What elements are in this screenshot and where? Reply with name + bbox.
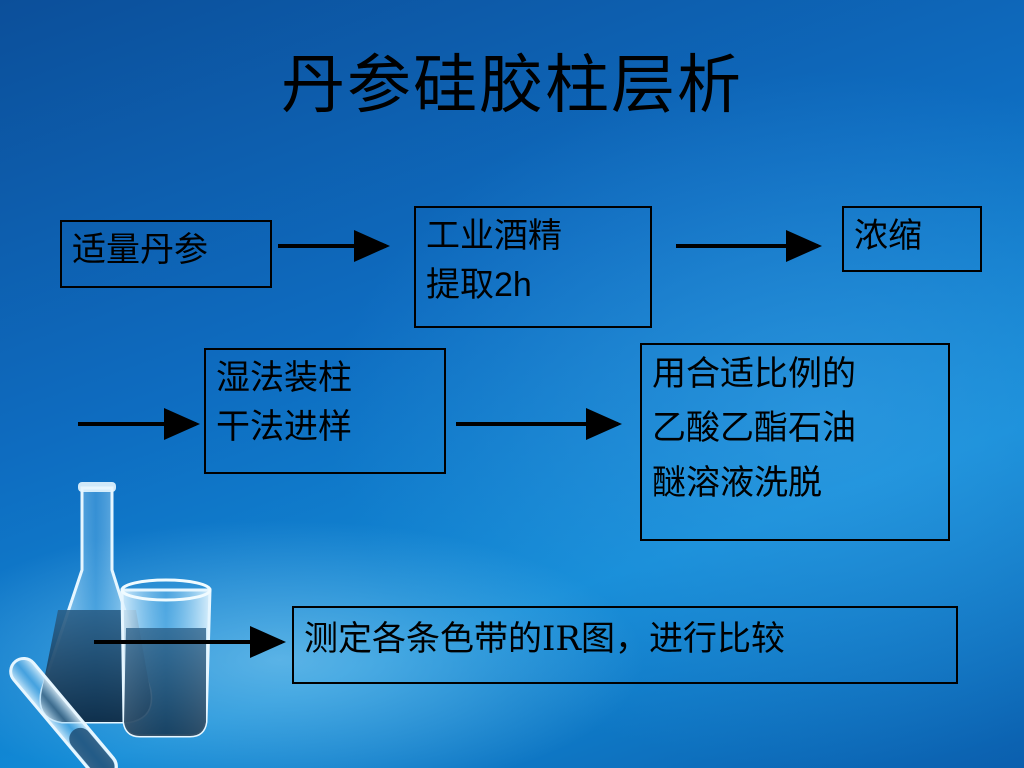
step-text: 适量丹参	[72, 230, 208, 270]
lab-glassware-icon	[9, 482, 212, 768]
step-text: 测定各条色带的IR图，进行比较	[304, 619, 786, 659]
step-text: 湿法装柱	[216, 358, 352, 398]
slide-title: 丹参硅胶柱层析	[281, 49, 743, 123]
step-text: 提取2h	[426, 266, 532, 305]
step-text: 工业酒精	[426, 216, 562, 256]
step-text: 干法进样	[216, 407, 352, 448]
step-concentrate-box: 浓缩	[842, 206, 982, 272]
step-extraction-box: 工业酒精 提取2h	[414, 206, 652, 328]
step-elution-box: 用合适比例的 乙酸乙酯石油 醚溶液洗脱	[640, 343, 950, 541]
step-text: 用合适比例的	[652, 354, 856, 394]
step-text: 乙酸乙酯石油	[652, 408, 856, 449]
step-column-loading-box: 湿法装柱 干法进样	[204, 348, 446, 474]
step-text: 浓缩	[854, 216, 922, 256]
step-ir-compare-box: 测定各条色带的IR图，进行比较	[292, 606, 958, 684]
step-sample-box: 适量丹参	[60, 220, 272, 288]
step-text: 醚溶液洗脱	[652, 462, 822, 503]
